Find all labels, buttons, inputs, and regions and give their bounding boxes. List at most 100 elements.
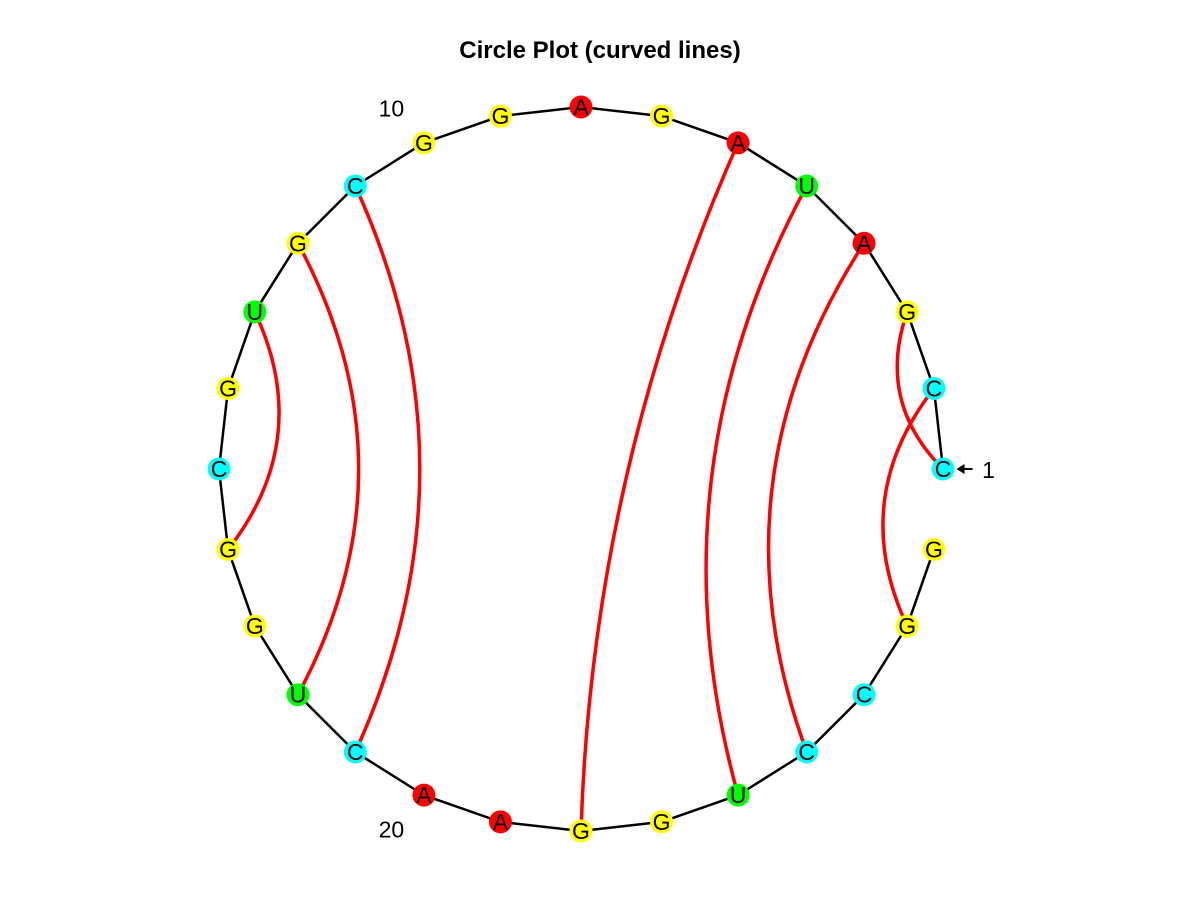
nucleotide-2: C bbox=[922, 375, 946, 401]
pair-arc-12-18 bbox=[296, 242, 361, 696]
nucleotide-circle-8 bbox=[569, 95, 593, 119]
backbone-segment-14 bbox=[217, 388, 230, 470]
backbone-segment-1 bbox=[932, 388, 945, 470]
nucleotide-22: G bbox=[569, 818, 593, 844]
nucleotide-circle-16 bbox=[216, 538, 240, 562]
nucleotide-20: A bbox=[412, 782, 436, 808]
nucleotide-circle-2 bbox=[922, 376, 946, 400]
backbone-segment-9 bbox=[423, 114, 501, 145]
backbone-segment-7 bbox=[580, 105, 662, 118]
backbone-segment-5 bbox=[737, 141, 808, 188]
nucleotide-letter-6: A bbox=[730, 130, 746, 156]
nucleotide-28: G bbox=[922, 537, 946, 563]
nucleotide-26: C bbox=[852, 682, 876, 708]
nucleotide-circle-3 bbox=[895, 300, 919, 324]
backbone-segment-13 bbox=[226, 311, 257, 389]
pair-arc-4-25 bbox=[766, 242, 866, 753]
nucleotide-letter-22: G bbox=[572, 818, 590, 844]
backbone-segment-10 bbox=[354, 141, 425, 188]
nucleotide-12: G bbox=[286, 230, 310, 256]
nucleotide-circle-21 bbox=[488, 810, 512, 834]
nucleotide-letter-20: A bbox=[416, 782, 432, 808]
nucleotide-16: G bbox=[216, 537, 240, 563]
pair-arc-11-19 bbox=[353, 185, 422, 753]
base-pair-arcs bbox=[226, 142, 945, 832]
nucleotide-21: A bbox=[488, 809, 512, 835]
backbone-segment-20 bbox=[423, 793, 501, 824]
backbone-segment-18 bbox=[297, 693, 357, 753]
nucleotide-circle-22 bbox=[569, 819, 593, 843]
nucleotide-letter-10: G bbox=[415, 130, 433, 156]
nucleotide-circle-11 bbox=[343, 174, 367, 198]
nucleotide-letter-17: G bbox=[246, 613, 264, 639]
backbone-segment-2 bbox=[905, 311, 936, 389]
nucleotide-circle-7 bbox=[650, 104, 674, 128]
pair-arc-2-27 bbox=[881, 387, 936, 627]
nucleotide-letter-1: C bbox=[935, 456, 952, 482]
nucleotide-letter-8: A bbox=[573, 94, 589, 120]
backbone-segment-11 bbox=[297, 185, 357, 245]
backbone-segment-26 bbox=[862, 625, 909, 696]
nucleotide-letter-21: A bbox=[493, 809, 509, 835]
nucleotide-5: U bbox=[795, 173, 819, 199]
backbone-segment-19 bbox=[354, 750, 425, 797]
nucleotide-17: G bbox=[243, 613, 267, 639]
nucleotide-letter-28: G bbox=[925, 537, 943, 563]
nucleotide-letter-5: U bbox=[798, 173, 815, 199]
nucleotide-circle-14 bbox=[216, 376, 240, 400]
backbone-segment-17 bbox=[253, 625, 300, 696]
nucleotide-circle-27 bbox=[895, 614, 919, 638]
nucleotide-circle-25 bbox=[795, 740, 819, 764]
nucleotide-circle-4 bbox=[852, 231, 876, 255]
nucleotide-letter-3: G bbox=[898, 299, 916, 325]
nucleotide-circle-18 bbox=[286, 683, 310, 707]
nucleotide-circle-9 bbox=[488, 104, 512, 128]
nucleotide-circle-26 bbox=[852, 683, 876, 707]
nucleotide-25: C bbox=[795, 739, 819, 765]
pair-arc-6-22 bbox=[579, 142, 740, 832]
nucleotide-23: G bbox=[650, 809, 674, 835]
backbone-segment-22 bbox=[580, 820, 662, 833]
nucleotide-letter-18: U bbox=[290, 682, 307, 708]
backbone-segment-12 bbox=[253, 242, 300, 313]
nucleotide-13: U bbox=[243, 299, 267, 325]
position-label-20: 20 bbox=[379, 816, 405, 842]
nucleotide-15: C bbox=[207, 456, 231, 482]
nucleotide-circle-15 bbox=[207, 457, 231, 481]
nucleotide-circle-6 bbox=[726, 131, 750, 155]
nucleotide-4: A bbox=[852, 230, 876, 256]
backbone-segment-24 bbox=[737, 750, 808, 797]
nucleotide-9: G bbox=[488, 103, 512, 129]
nucleotide-letter-2: C bbox=[926, 375, 943, 401]
nucleotide-letter-14: G bbox=[219, 375, 237, 401]
nucleotide-27: G bbox=[895, 613, 919, 639]
nucleotide-circle-17 bbox=[243, 614, 267, 638]
nucleotide-circle-1 bbox=[931, 457, 955, 481]
nucleotide-10: G bbox=[412, 130, 436, 156]
nucleotide-circle-24 bbox=[726, 783, 750, 807]
nucleotide-6: A bbox=[726, 130, 750, 156]
pair-arc-5-24 bbox=[704, 185, 809, 796]
backbone-segment-6 bbox=[661, 114, 739, 145]
nucleotide-letter-26: C bbox=[856, 682, 873, 708]
nucleotide-8: A bbox=[569, 94, 593, 120]
nucleotide-letter-13: U bbox=[247, 299, 264, 325]
backbone-segment-15 bbox=[217, 468, 230, 550]
nucleotide-1: C bbox=[931, 456, 955, 482]
nucleotide-circle-12 bbox=[286, 231, 310, 255]
nucleotide-18: U bbox=[286, 682, 310, 708]
nucleotide-letter-27: G bbox=[898, 613, 916, 639]
backbone-segment-8 bbox=[500, 105, 582, 118]
position-label-10: 10 bbox=[379, 96, 405, 122]
nucleotide-24: U bbox=[726, 782, 750, 808]
backbone-segment-25 bbox=[805, 693, 865, 753]
pair-arc-1-3 bbox=[895, 311, 945, 471]
plot-title: Circle Plot (curved lines) bbox=[459, 37, 740, 64]
nucleotide-letter-9: G bbox=[492, 103, 510, 129]
nucleotide-3: G bbox=[895, 299, 919, 325]
nucleotide-7: G bbox=[650, 103, 674, 129]
nucleotide-circle-23 bbox=[650, 810, 674, 834]
